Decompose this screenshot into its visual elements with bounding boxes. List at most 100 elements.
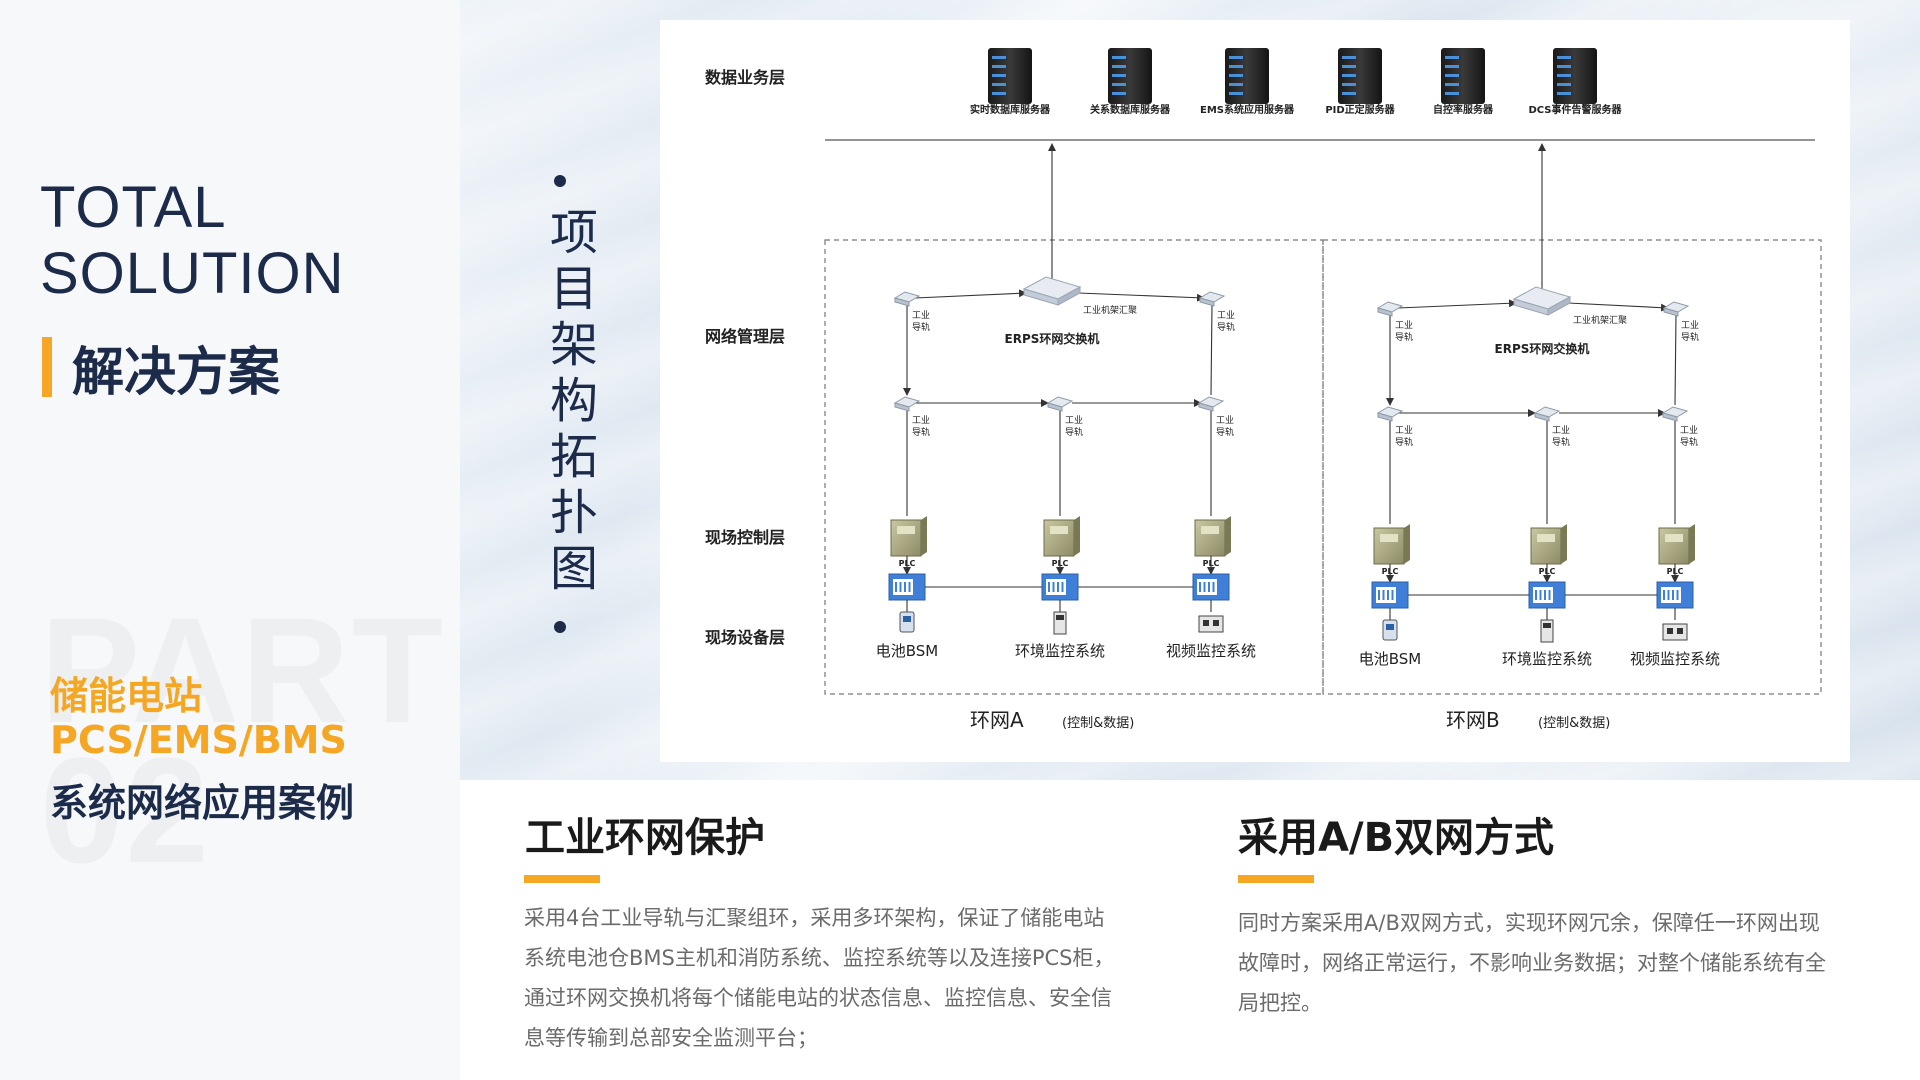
io-module-icon — [1656, 581, 1694, 609]
plc-icon-body — [1373, 527, 1405, 565]
rail-switch-label: 导轨 — [1216, 426, 1234, 438]
server-icon-led — [1445, 92, 1459, 95]
section-ring-protection-title: 工业环网保护 — [525, 815, 765, 861]
server-icon-led — [1445, 83, 1459, 86]
rail-switch-icon — [1376, 406, 1404, 422]
rail-switch-icon — [1662, 301, 1690, 317]
device-label: 电池BSM — [1359, 650, 1422, 668]
rail-switch-icon — [1376, 301, 1404, 317]
device-body — [1198, 615, 1224, 633]
rail-switch-label: 导轨 — [1680, 436, 1698, 448]
server-icon-led — [1342, 65, 1356, 68]
server-icon-led — [1557, 74, 1571, 77]
layer-label-control: 现场控制层 — [705, 528, 785, 547]
io-module-bar — [1535, 590, 1537, 600]
title-accent-bar — [42, 337, 52, 397]
section-ring-protection-body: 采用4台工业导轨与汇聚组环，采用多环架构，保证了储能电站 系统电池仓BMS主机和… — [524, 898, 1164, 1058]
plc-icon-panel — [1380, 534, 1398, 542]
connector-line — [914, 289, 1027, 299]
server-icon-led — [1229, 83, 1243, 86]
server-icon-led — [1112, 56, 1126, 59]
io-module-bar — [1667, 590, 1670, 600]
rail-switch-label: 工业 — [1395, 425, 1413, 436]
io-module-screen — [1376, 587, 1396, 603]
part-watermark-line1: PART — [40, 586, 446, 754]
server-icon-led — [1112, 65, 1126, 68]
server-icon-led — [1557, 65, 1571, 68]
video-monitor-icon — [1198, 615, 1224, 633]
io-module-bar — [1663, 590, 1665, 600]
io-module-screen — [1197, 579, 1217, 595]
io-module-bar — [895, 582, 897, 592]
section-ab-network-line: 故障时，网络正常运行，不影响业务数据；对整个储能系统有全 — [1238, 951, 1826, 975]
plc-icon-side — [1404, 524, 1410, 564]
io-module-bar — [904, 582, 906, 592]
server-icon-led — [1112, 83, 1126, 86]
rail-switch-label: 工业 — [1395, 320, 1413, 331]
server-icon-led — [1229, 74, 1243, 77]
plc-icon-side — [1074, 516, 1080, 556]
server-icon-body — [1225, 48, 1269, 104]
plc-icon — [1043, 516, 1080, 557]
part-watermark-line2: 02 — [40, 726, 211, 894]
total-solution-heading: TOTAL SOLUTION — [40, 175, 345, 307]
layer-label-device: 现场设备层 — [705, 628, 785, 647]
aggregator-switch-icon — [1022, 276, 1082, 306]
io-module-screen — [1046, 579, 1066, 595]
io-module-bar — [1208, 582, 1210, 592]
device-screen — [1056, 615, 1064, 620]
rail-switch-label: 工业 — [912, 415, 930, 426]
plc-icon-panel — [897, 526, 915, 534]
plc-icon-panel — [1201, 526, 1219, 534]
rail-switch-icon — [893, 291, 921, 307]
ring-b-boundary — [1322, 239, 1822, 695]
vertical-title-char: 目 — [549, 261, 598, 317]
server-label: 自控率服务器 — [1433, 103, 1494, 116]
ring-a-caption: 环网A — [970, 708, 1024, 732]
device-label: 视频监控系统 — [1166, 642, 1256, 660]
vertical-title-char: 扑 — [549, 485, 598, 541]
plc-icon-panel — [1050, 526, 1068, 534]
topology-diagram-card: 数据业务层 网络管理层 现场控制层 现场设备层 实时数据库服务器关系数据库服务器… — [660, 20, 1850, 762]
io-module-bar — [1061, 582, 1064, 592]
server-icon-body — [1553, 48, 1597, 104]
connector-line — [1397, 299, 1517, 309]
server-label: 实时数据库服务器 — [970, 103, 1051, 116]
plc-icon-side — [921, 516, 927, 556]
rail-switch-side — [1047, 402, 1063, 412]
server-label: EMS系统应用服务器 — [1200, 103, 1295, 116]
vertical-title-char: 构 — [549, 373, 598, 429]
plc-icon-body — [1043, 519, 1075, 557]
io-module-bar — [1676, 590, 1679, 600]
rail-switch-icon — [1661, 406, 1689, 422]
rail-switch-label: 导轨 — [1395, 331, 1413, 343]
server-icon-led — [992, 65, 1006, 68]
server-icon-led — [1557, 92, 1571, 95]
server-icon-led — [1229, 65, 1243, 68]
rail-switch-label: 导轨 — [1395, 436, 1413, 448]
server-icon-led — [1112, 74, 1126, 77]
plc-icon-body — [890, 519, 922, 557]
vertical-title-char: 项 — [549, 205, 598, 261]
total-line1: TOTAL — [40, 175, 227, 240]
case-line1: 储能电站 — [50, 674, 203, 718]
rail-switch-icon — [1046, 396, 1074, 412]
device-screen — [1677, 628, 1683, 634]
connector-line — [1210, 303, 1213, 396]
ring-a-subcaption: (控制&数据) — [1062, 716, 1134, 731]
server-icon-led — [992, 74, 1006, 77]
io-module-icon — [1528, 581, 1566, 609]
io-module-bar — [1382, 590, 1385, 600]
server-icon-led — [1342, 74, 1356, 77]
vertical-title-char: 架 — [549, 317, 598, 373]
section-ring-protection-line: 采用4台工业导轨与汇聚组环，采用多环架构，保证了储能电站 — [524, 906, 1105, 930]
io-module-bar — [1378, 590, 1380, 600]
plc-icon-side — [1225, 516, 1231, 556]
server-icon-led — [1112, 92, 1126, 95]
rail-switch-label: 工业 — [912, 310, 930, 321]
server-icon-led — [1445, 74, 1459, 77]
section-ab-network-title: 采用A/B双网方式 — [1238, 815, 1555, 861]
total-line2: SOLUTION — [40, 241, 345, 306]
rail-switch-label: 工业 — [1681, 320, 1699, 331]
io-module-bar — [908, 582, 911, 592]
